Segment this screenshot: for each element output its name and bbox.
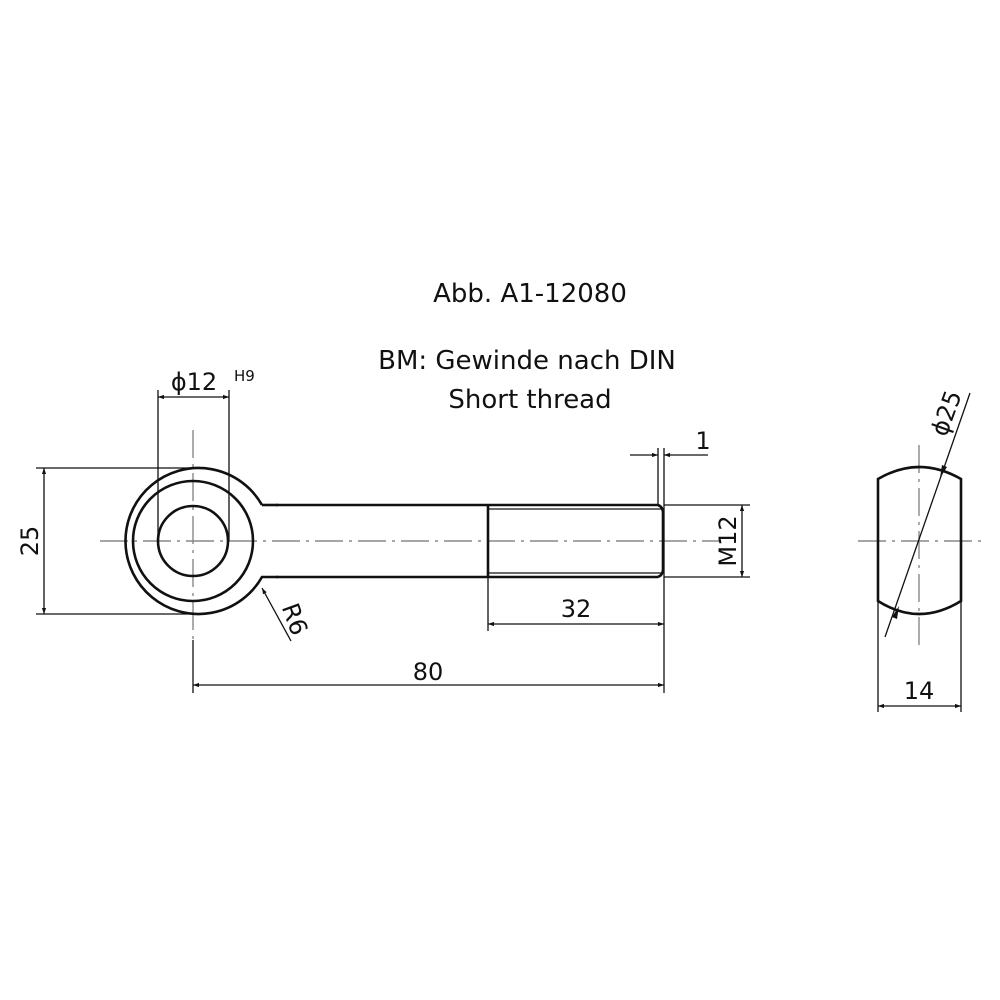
dimension-radius: R6 xyxy=(261,587,313,642)
dimension-eye-height: 25 xyxy=(16,467,193,615)
dimension-eye-width: 14 xyxy=(904,677,935,705)
note-thread-standard: BM: Gewinde nach DIN xyxy=(378,346,676,376)
svg-text:M12: M12 xyxy=(714,515,742,566)
thread-chamfer xyxy=(657,503,665,579)
eye-side-view: ϕ25 14 xyxy=(858,387,982,712)
svg-text:R6: R6 xyxy=(276,599,313,639)
dimension-thread-length: 32 xyxy=(487,577,664,631)
dimension-bore: ϕ12 H9 xyxy=(157,367,255,541)
svg-text:H9: H9 xyxy=(234,367,255,385)
eye-outer-contour xyxy=(124,466,278,616)
drawing-title: Abb. A1-12080 xyxy=(433,279,627,309)
svg-text:32: 32 xyxy=(561,595,592,623)
svg-text:ϕ12: ϕ12 xyxy=(171,368,217,396)
dimension-eye-diameter: ϕ25 xyxy=(925,387,967,440)
svg-text:1: 1 xyxy=(695,427,710,455)
note-short-thread: Short thread xyxy=(448,385,611,415)
svg-text:25: 25 xyxy=(16,526,44,557)
dimension-chamfer: 1 xyxy=(630,427,711,505)
eye-bolt-front-view xyxy=(100,430,720,640)
eye-inner-ring xyxy=(131,479,255,603)
svg-text:80: 80 xyxy=(413,658,444,686)
dimension-total-length: 80 xyxy=(192,448,665,693)
dimension-thread-size: M12 xyxy=(664,504,750,578)
diameter-leader xyxy=(884,392,971,638)
